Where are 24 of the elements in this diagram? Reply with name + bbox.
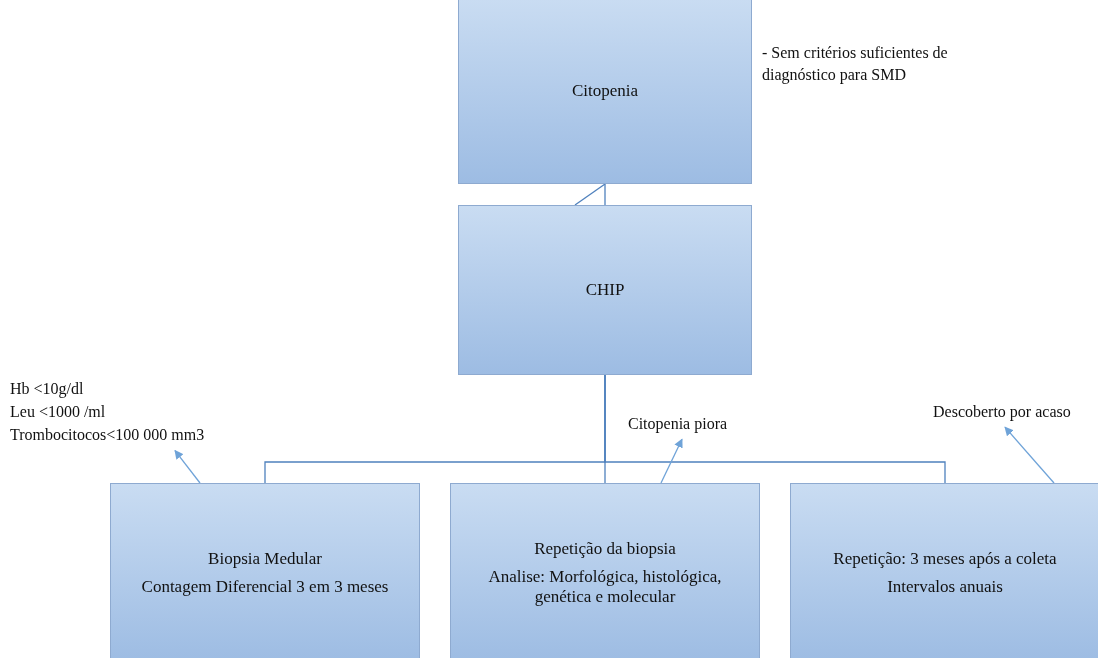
box-title: Citopenia: [571, 81, 639, 101]
box-text: Intervalos anuais: [887, 577, 1003, 597]
box-text: Contagem Diferencial 3 em 3 meses: [141, 577, 389, 597]
arrow: [1004, 426, 1055, 484]
arrow: [174, 449, 201, 484]
criteria-note: Hb <10g/dl: [10, 379, 85, 400]
note-text: Citopenia piora: [628, 414, 729, 435]
criteria-note: Trombocitocos<100 000 mm3: [10, 425, 206, 446]
process-box: [450, 483, 760, 658]
process-box: [458, 205, 752, 375]
arrow: [660, 438, 683, 484]
box-title: CHIP: [585, 280, 625, 300]
connector-line: [604, 374, 946, 484]
criteria-note: Leu <1000 /ml: [10, 402, 107, 423]
box-title: Biopsia Medular: [208, 549, 322, 569]
process-box: [110, 483, 420, 658]
box-title: Repetição da biopsia: [534, 539, 676, 559]
process-box: [458, 0, 752, 184]
box-title: Repetição: 3 meses após a coleta: [833, 549, 1057, 569]
process-box: [790, 483, 1098, 658]
box-text: Analise: Morfológica, histológica, genética e molecular: [487, 567, 723, 607]
note-text: Descoberto por acaso: [933, 402, 1072, 423]
side-note: - Sem critérios suficientes de diagnóstico para SMD: [762, 43, 949, 86]
connector-line: [604, 183, 606, 206]
